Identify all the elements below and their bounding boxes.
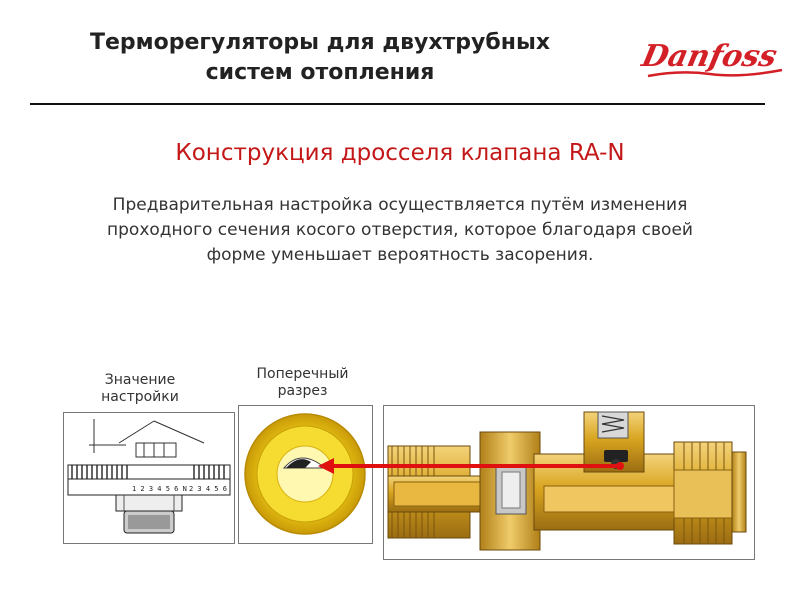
setting-caption-line-2: настройки [101, 389, 179, 405]
setting-value-caption: Значение настройки [85, 372, 195, 406]
scale-numbers-right: 2 3 4 5 6 [189, 485, 227, 493]
setting-caption-line-1: Значение [104, 372, 176, 388]
valve-cutaway-figure [383, 405, 755, 560]
description-line-1: Предварительная настройка осуществляется… [112, 195, 688, 215]
brand-name: Danfoss [640, 39, 780, 74]
section-caption-line-2: разрез [277, 383, 328, 399]
page-title: Терморегуляторы для двухтрубных систем о… [20, 28, 620, 88]
page-title-line-1: Терморегуляторы для двухтрубных [89, 30, 551, 55]
setting-scale-figure: 1 2 3 4 5 6 N 2 3 4 5 6 [63, 412, 235, 544]
description-text: Предварительная настройка осуществляется… [40, 193, 760, 268]
danfoss-logo: Danfoss [640, 39, 783, 78]
scale-numbers-left: 1 2 3 4 5 6 N [132, 485, 187, 493]
cross-section-caption: Поперечный разрез [240, 366, 365, 400]
page-title-line-2: систем отопления [205, 60, 435, 85]
description-line-2: проходного сечения косого отверстия, кот… [107, 220, 693, 240]
cross-section-figure [238, 405, 373, 544]
header-divider [30, 103, 765, 105]
description-line-3: форме уменьшает вероятность засорения. [206, 245, 594, 265]
section-subtitle: Конструкция дросселя клапана RA-N [175, 140, 625, 166]
section-caption-line-1: Поперечный [256, 366, 349, 382]
